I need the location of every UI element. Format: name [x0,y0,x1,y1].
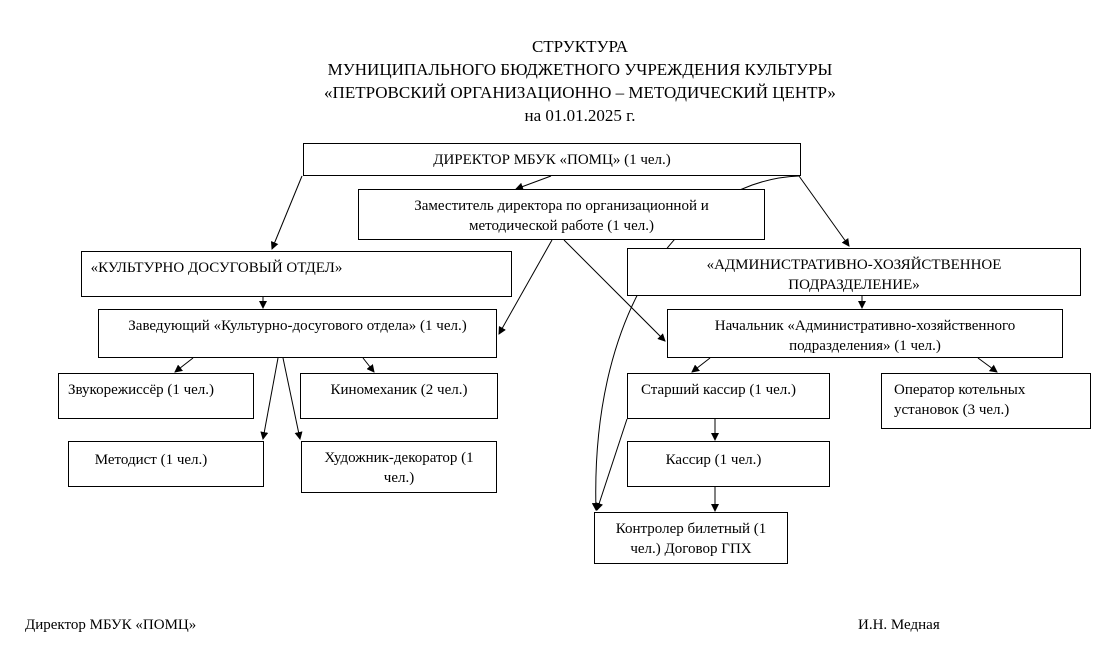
box-admin-head: Начальник «Административно-хозяйственног… [667,309,1063,358]
arrow [691,357,711,373]
box-artist: Художник-декоратор (1 чел.) [301,441,497,493]
arrow [270,175,303,250]
box-senior-cashier: Старший кассир (1 чел.) [627,373,830,419]
arrow [515,175,552,191]
box-boiler-operator: Оператор котельных установок (3 чел.) [881,373,1091,429]
box-deputy: Заместитель директора по организационной… [358,189,765,240]
arrow [362,357,375,373]
arrow [174,357,194,373]
arrow [595,418,628,511]
footer-signature-name: И.Н. Медная [858,617,940,633]
arrow [977,357,998,373]
arrow [563,239,666,342]
title-date: на 01.01.2025 г. [524,106,636,125]
box-cultural-dept: «КУЛЬТУРНО ДОСУГОВЫЙ ОТДЕЛ» [81,251,512,297]
title-line: «ПЕТРОВСКИЙ ОРГАНИЗАЦИОННО – МЕТОДИЧЕСКИ… [324,83,836,102]
box-admin-dept: «АДМИНИСТРАТИВНО-ХОЗЯЙСТВЕННОЕ ПОДРАЗДЕЛ… [627,248,1081,296]
box-cashier: Кассир (1 чел.) [627,441,830,487]
arrow [282,357,303,440]
title-line: СТРУКТУРА [531,37,629,56]
box-ticket-controller: Контролер билетный (1 чел.) Договор ГПХ [594,512,788,564]
box-director: ДИРЕКТОР МБУК «ПОМЦ» (1 чел.) [303,143,801,176]
arrow [798,175,850,247]
title-line: МУНИЦИПАЛЬНОГО БЮДЖЕТНОГО УЧРЕЖДЕНИЯ КУЛ… [327,60,833,79]
chart-title: СТРУКТУРА МУНИЦИПАЛЬНОГО БЮДЖЕТНОГО УЧРЕ… [0,35,1120,127]
box-projectionist: Киномеханик (2 чел.) [300,373,498,419]
box-cultural-head: Заведующий «Культурно-досугового отдела»… [98,309,497,358]
footer-director-label: Директор МБУК «ПОМЦ» [25,617,197,633]
arrow [260,357,279,440]
box-sound-engineer: Звукорежиссёр (1 чел.) [58,373,254,419]
box-methodist: Методист (1 чел.) [68,441,264,487]
arrow [498,239,553,335]
